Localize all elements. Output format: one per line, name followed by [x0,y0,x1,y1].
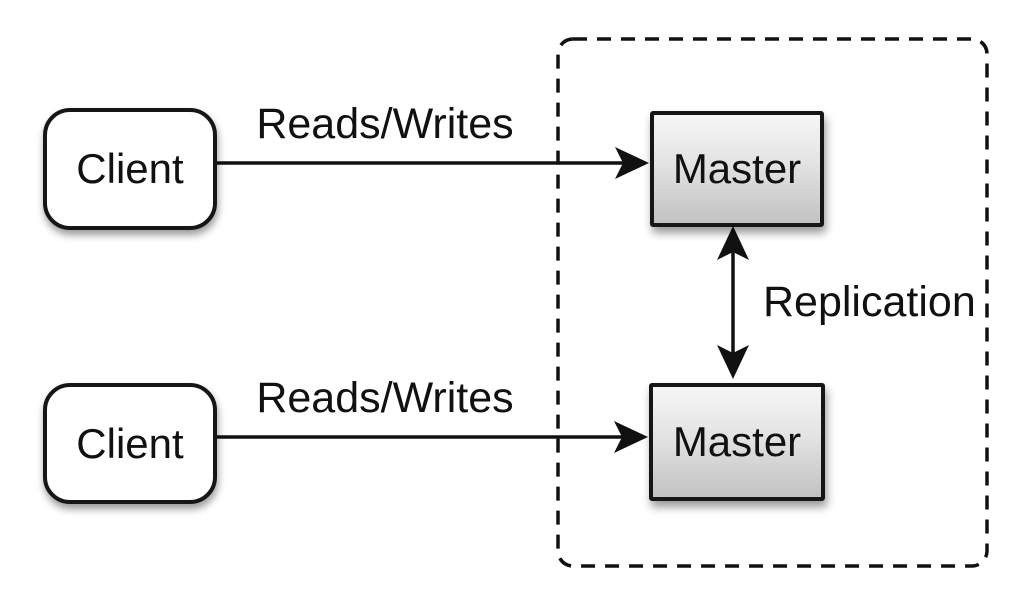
arrowhead-down [717,345,749,379]
node-master-top-label: Master [672,145,802,192]
node-master-bottom-label: Master [672,418,802,465]
edge-label-reads-writes-bottom: Reads/Writes [256,374,514,422]
arrow-reads-writes-bottom [212,421,648,453]
node-master-top: Master [650,111,824,227]
arrowhead-right-bottom [614,421,648,453]
edge-label-replication: Replication [763,278,976,326]
node-client-bottom-label: Client [76,419,184,467]
arrowhead-up [717,226,749,260]
arrowhead-right-top [615,147,649,179]
node-client-top: Client [43,108,217,230]
arrow-replication [717,226,749,379]
replication-cluster-dashed-border [556,37,989,568]
arrow-reads-writes-top [212,147,649,179]
node-master-bottom: Master [649,383,825,501]
edge-label-reads-writes-top: Reads/Writes [256,100,514,148]
node-client-bottom: Client [43,383,217,504]
node-client-top-label: Client [76,145,184,192]
